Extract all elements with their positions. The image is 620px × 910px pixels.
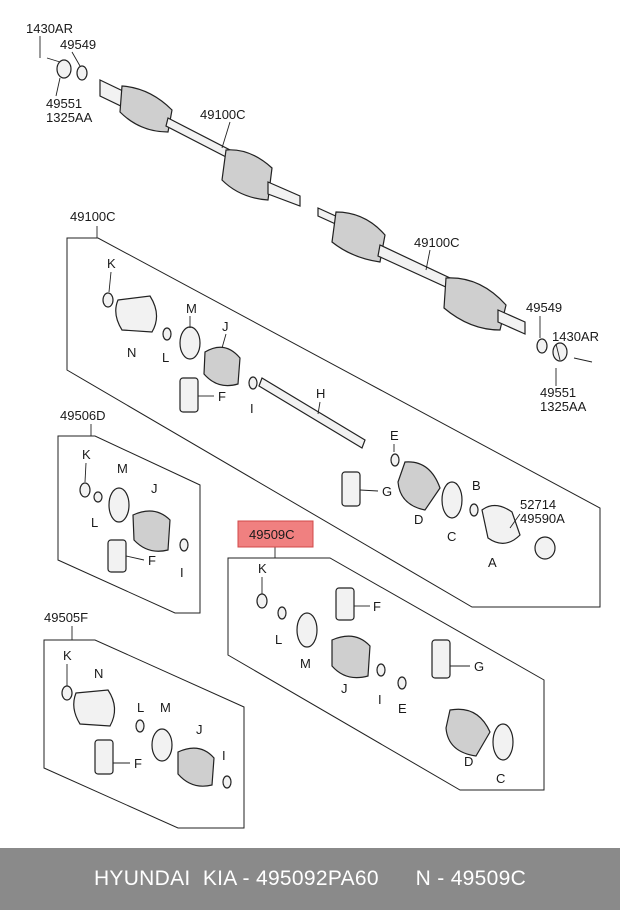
label-49100c-shaft1: 49100C	[200, 107, 246, 122]
label-m-49100c: M	[186, 301, 197, 316]
label-49551-top: 49551	[46, 96, 82, 111]
label-52714: 52714	[520, 497, 556, 512]
label-n-49100c: N	[127, 345, 136, 360]
label-j-49506d: J	[151, 481, 158, 496]
label-a-49100c: A	[488, 555, 497, 570]
label-l-49506d: L	[91, 515, 98, 530]
label-d-49509c: D	[464, 754, 473, 769]
label-e-49509c: E	[398, 701, 407, 716]
drive-shaft-upper	[46, 57, 301, 207]
label-n-49505f: N	[94, 666, 103, 681]
kit-frame-49100c	[66, 237, 601, 608]
footer-bar: HYUNDAI KIA - 495092PA60 N - 49509C	[0, 848, 620, 910]
label-1430ar-right: 1430AR	[552, 329, 599, 344]
label-m-49505f: M	[160, 700, 171, 715]
label-l-49100c: L	[162, 350, 169, 365]
label-1430ar-top: 1430AR	[26, 21, 73, 36]
kit-49505f-parts	[61, 685, 232, 789]
label-j-49100c: J	[222, 319, 229, 334]
kit-49100c-parts	[102, 292, 556, 560]
label-j-49505f: J	[196, 722, 203, 737]
kit-frame-49505f	[43, 639, 245, 829]
parts-diagram: 1430AR 49549 49551 1325AA 49100C 49100C …	[26, 21, 601, 829]
label-kit-49505f: 49505F	[44, 610, 88, 625]
label-c-49509c: C	[496, 771, 505, 786]
label-kit-49509c: 49509C	[249, 527, 295, 542]
label-1325aa-top: 1325AA	[46, 110, 93, 125]
footer-gap	[379, 867, 416, 891]
label-h-49100c: H	[316, 386, 325, 401]
label-j-49509c: J	[341, 681, 348, 696]
footer-brand-text: HYUNDAI KIA - 495092PA60	[93, 867, 379, 890]
label-49549-right: 49549	[526, 300, 562, 315]
label-k-49509c: K	[258, 561, 267, 576]
kit-frame-49509c	[227, 557, 545, 791]
label-49100c-shaft2: 49100C	[414, 235, 460, 250]
label-g-49509c: G	[474, 659, 484, 674]
label-1325aa-right: 1325AA	[540, 399, 587, 414]
label-k-49505f: K	[63, 648, 72, 663]
drive-shaft-right	[317, 207, 593, 363]
label-49549-top: 49549	[60, 37, 96, 52]
label-d-49100c: D	[414, 512, 423, 527]
label-i-49509c: I	[378, 692, 382, 707]
label-c-49100c: C	[447, 529, 456, 544]
label-k-49100c: K	[107, 256, 116, 271]
label-kit-49100c: 49100C	[70, 209, 116, 224]
label-f-49509c: F	[373, 599, 381, 614]
label-b-49100c: B	[472, 478, 481, 493]
label-i-49506d: I	[180, 565, 184, 580]
label-kit-49506d: 49506D	[60, 408, 106, 423]
kit-49509c-parts	[256, 587, 514, 761]
label-k-49506d: K	[82, 447, 91, 462]
label-f-49506d: F	[148, 553, 156, 568]
label-f-49100c: F	[218, 389, 226, 404]
label-l-49505f: L	[137, 700, 144, 715]
footer-code-text: N - 49509C	[415, 867, 527, 890]
label-i-49100c: I	[250, 401, 254, 416]
label-l-49509c: L	[275, 632, 282, 647]
label-49551-right: 49551	[540, 385, 576, 400]
kit-frame-49506d	[57, 435, 201, 614]
label-g-49100c: G	[382, 484, 392, 499]
label-f-49505f: F	[134, 756, 142, 771]
label-m-49506d: M	[117, 461, 128, 476]
highlight-box-49509c	[237, 520, 314, 548]
label-i-49505f: I	[222, 748, 226, 763]
label-e-49100c: E	[390, 428, 399, 443]
label-49590a: 49590A	[520, 511, 565, 526]
label-m-49509c: M	[300, 656, 311, 671]
